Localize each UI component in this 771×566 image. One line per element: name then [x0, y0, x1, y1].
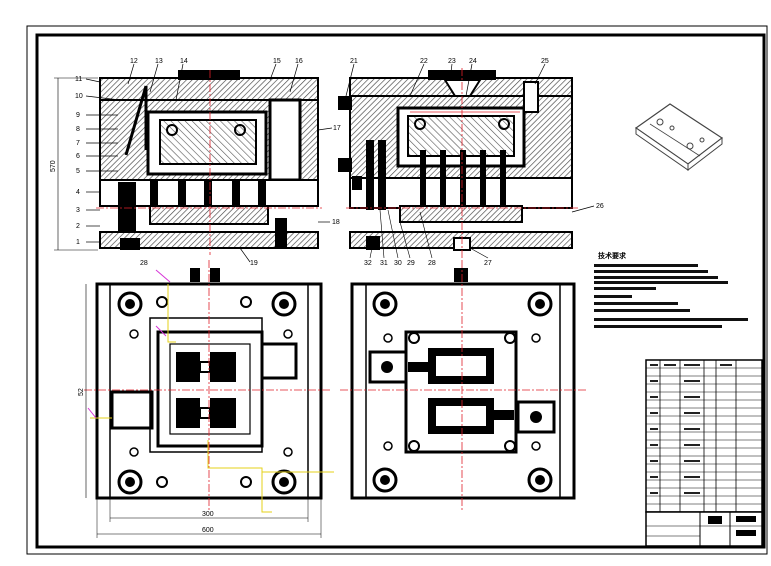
label-27: 27 [484, 260, 492, 267]
tech-line-8 [594, 309, 690, 312]
label-29: 29 [407, 260, 415, 267]
label-31: 31 [380, 260, 388, 267]
label-13: 13 [155, 58, 163, 65]
label-14: 14 [180, 58, 188, 65]
label-5: 5 [76, 168, 80, 175]
right-part-callouts: 21 22 23 24 25 26 32 31 30 29 28 27 [345, 58, 604, 267]
label-12: 12 [130, 58, 138, 65]
label-11: 11 [75, 76, 82, 83]
label-6: 6 [76, 153, 80, 160]
left-part-callouts: 11 12 13 14 15 16 10 9 8 7 6 5 4 3 2 1 1… [75, 58, 341, 267]
label-3: 3 [76, 207, 80, 214]
tech-line-4 [594, 281, 728, 284]
tech-line-10 [594, 325, 722, 328]
label-7: 7 [76, 140, 80, 147]
label-10: 10 [75, 93, 83, 100]
height-dimension: 570 [50, 77, 98, 251]
dim-overall-width: 600 [202, 527, 214, 534]
label-1: 1 [76, 239, 80, 246]
label-25: 25 [541, 58, 549, 65]
tech-line-5 [594, 287, 656, 290]
label-26: 26 [596, 203, 604, 210]
label-8: 8 [76, 126, 80, 133]
dim-plan-height: 52 [78, 388, 85, 396]
label-2: 2 [76, 223, 80, 230]
label-18: 18 [332, 219, 340, 226]
section-view-right [338, 68, 578, 258]
label-17: 17 [333, 125, 341, 132]
label-19: 19 [250, 260, 258, 267]
plan-view-left [84, 260, 334, 513]
label-23: 23 [448, 58, 456, 65]
title-block [645, 359, 763, 547]
label-28-right: 28 [428, 260, 436, 267]
tech-line-7 [594, 302, 678, 305]
label-22: 22 [420, 58, 428, 65]
label-21: 21 [350, 58, 358, 65]
label-28-left: 28 [140, 260, 148, 267]
plan-dimensions: 52 300 600 [78, 284, 322, 538]
tech-line-6 [594, 295, 632, 298]
label-16: 16 [295, 58, 303, 65]
tech-line-3 [594, 276, 718, 279]
tech-line-2 [594, 270, 708, 273]
label-24: 24 [469, 58, 477, 65]
plan-view-right [340, 260, 586, 512]
section-view-left [96, 70, 322, 255]
label-15: 15 [273, 58, 281, 65]
outer-frame [26, 25, 768, 555]
inner-frame [35, 33, 766, 549]
label-4: 4 [76, 189, 80, 196]
tech-line-1 [594, 264, 698, 267]
label-30: 30 [394, 260, 402, 267]
tech-requirements-title: 技术要求 [598, 251, 627, 260]
dim-inner-width: 300 [202, 511, 214, 518]
label-9: 9 [76, 112, 80, 119]
technical-requirements: 技术要求 [594, 251, 748, 328]
tech-line-9 [594, 318, 748, 321]
part-isometric-view [634, 103, 724, 172]
label-32: 32 [364, 260, 372, 267]
dim-overall-height: 570 [50, 160, 57, 172]
